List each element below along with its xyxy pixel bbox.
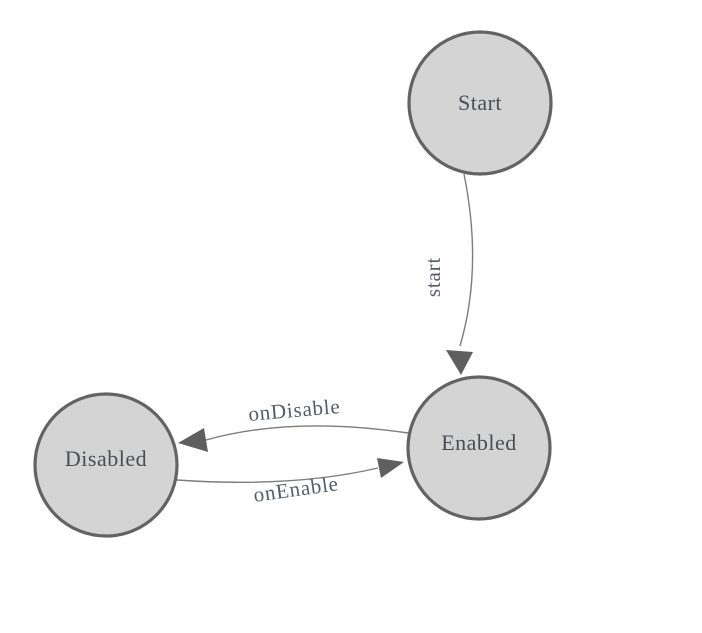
arrowhead-down-icon [446, 350, 473, 375]
edge-start-line [459, 173, 474, 347]
node-disabled-label: Disabled [65, 446, 147, 471]
arrowhead-left-icon [178, 428, 208, 452]
node-enabled-label: Enabled [441, 430, 517, 455]
node-start-circle[interactable] [407, 30, 553, 176]
node-disabled-circle[interactable] [33, 392, 179, 538]
edge-start-transition: start [421, 173, 474, 375]
edge-on-enable-line [176, 467, 379, 483]
edge-on-enable: onEnable [176, 458, 404, 507]
node-disabled[interactable]: Disabled [33, 392, 179, 538]
arrowhead-right-icon [377, 458, 404, 478]
edge-label-start: start [421, 257, 445, 297]
node-enabled-circle[interactable] [406, 375, 552, 521]
node-enabled[interactable]: Enabled [406, 375, 552, 521]
edge-label-on-disable: onDisable [247, 394, 341, 426]
node-start[interactable]: Start [407, 30, 553, 176]
edge-on-disable-line [205, 425, 409, 441]
edge-label-on-enable: onEnable [252, 471, 340, 507]
node-start-label: Start [458, 90, 502, 115]
edge-on-disable: onDisable [178, 394, 409, 452]
